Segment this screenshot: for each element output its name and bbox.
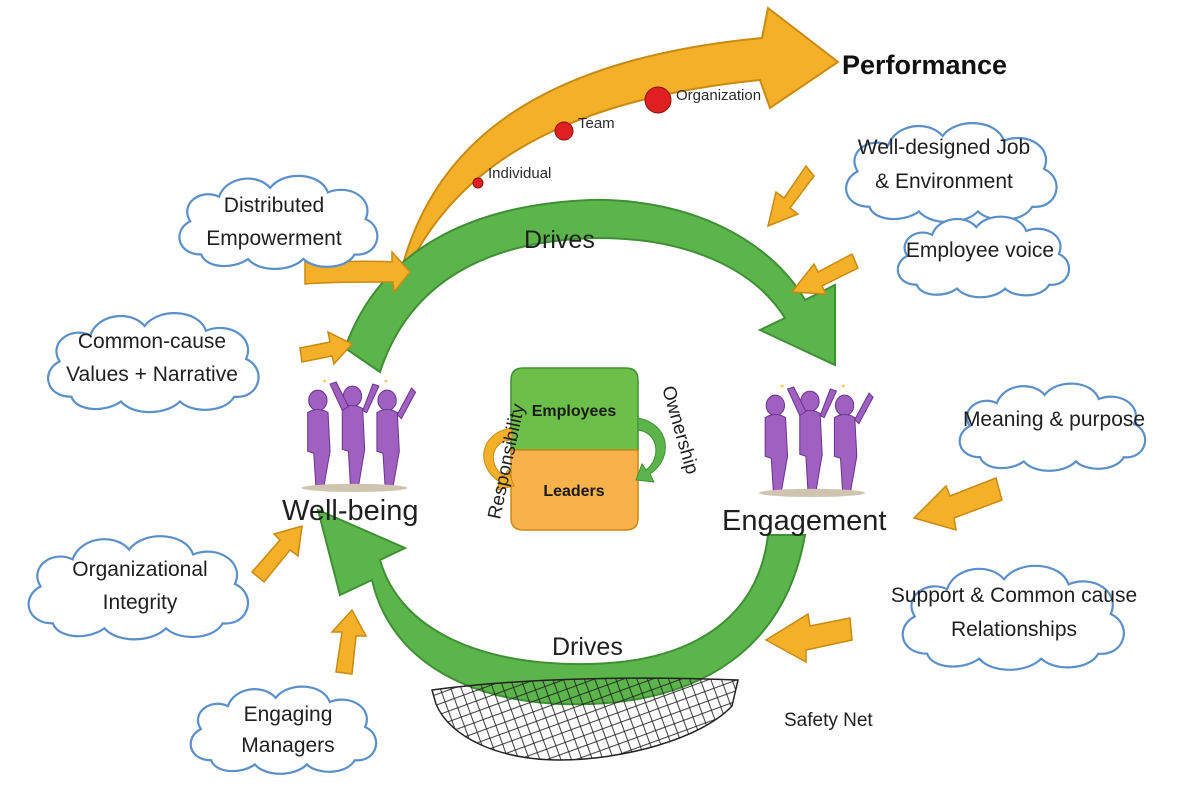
- arrow-well-designed: [766, 164, 815, 228]
- leaders-box: [510, 449, 639, 531]
- cloud-job-line2: & Environment: [875, 170, 1013, 193]
- people-cheering-icon: [300, 380, 417, 492]
- arrow-common-cause: [299, 330, 354, 366]
- arrow-support: [764, 612, 853, 664]
- cloud-engaging-managers: Engaging Managers: [189, 685, 378, 776]
- bottom-drives-arrow: [316, 508, 807, 706]
- people-cheering-icon: [757, 385, 875, 497]
- arrow-org-integrity: [250, 524, 303, 584]
- arrow-engaging-managers: [330, 608, 368, 675]
- cloud-distributed-empowerment: Distributed Empowerment: [177, 174, 379, 271]
- organization-dot: [644, 86, 672, 114]
- cloud-support-line1: Support & Common cause: [891, 584, 1137, 607]
- cloud-distributed-line2: Empowerment: [206, 227, 342, 250]
- cloud-meaning-line1: Meaning & purpose: [963, 408, 1145, 431]
- cloud-common-line1: Common-cause: [78, 330, 226, 353]
- cloud-integrity-line1: Organizational: [72, 558, 207, 581]
- cloud-well-designed-job: Well-designed Job & Environment: [844, 121, 1059, 224]
- safety-net-label: Safety Net: [784, 710, 873, 731]
- cloud-common-cause: Common-cause Values + Narrative: [46, 311, 261, 414]
- cloud-employee-voice: Employee voice: [896, 215, 1071, 299]
- well-being-label: Well-being: [282, 495, 418, 527]
- ownership-cycle-arrow: [635, 417, 666, 483]
- cloud-organizational-integrity: Organizational Integrity: [27, 534, 250, 641]
- level-individual: Individual: [488, 165, 551, 182]
- arrow-meaning: [912, 476, 1003, 532]
- center-boxes: Employees Leaders Responsibility Ownersh…: [483, 367, 702, 531]
- cloud-common-line2: Values + Narrative: [66, 363, 238, 386]
- level-organization: Organization: [676, 87, 761, 104]
- engagement-label: Engagement: [722, 505, 886, 537]
- cloud-distributed-line1: Distributed: [224, 194, 324, 217]
- top-drives-arrow: [343, 198, 836, 374]
- level-team: Team: [578, 115, 615, 132]
- arrow-employee-voice: [790, 252, 859, 295]
- leaders-label: Leaders: [543, 483, 604, 500]
- team-dot: [554, 121, 574, 141]
- performance-arrow: [394, 6, 840, 301]
- cloud-job-line1: Well-designed Job: [858, 136, 1030, 159]
- page-title: Performance: [842, 50, 1007, 80]
- cloud-support-relationships: Support & Common cause Relationships: [891, 566, 1137, 670]
- responsibility-cycle-arrow: [483, 427, 515, 491]
- ownership-label: Ownership: [657, 384, 702, 477]
- safety-net: [431, 677, 739, 761]
- top-drives-label: Drives: [524, 226, 595, 254]
- cloud-meaning-purpose: Meaning & purpose: [958, 382, 1147, 473]
- employees-label: Employees: [532, 403, 617, 420]
- cloud-integrity-line2: Integrity: [103, 591, 178, 614]
- cloud-voice-line1: Employee voice: [906, 239, 1054, 262]
- bottom-drives-label: Drives: [552, 633, 623, 661]
- individual-dot: [472, 177, 484, 189]
- cloud-managers-line2: Managers: [241, 734, 334, 757]
- cloud-managers-line1: Engaging: [244, 703, 333, 726]
- cloud-support-line2: Relationships: [951, 618, 1077, 641]
